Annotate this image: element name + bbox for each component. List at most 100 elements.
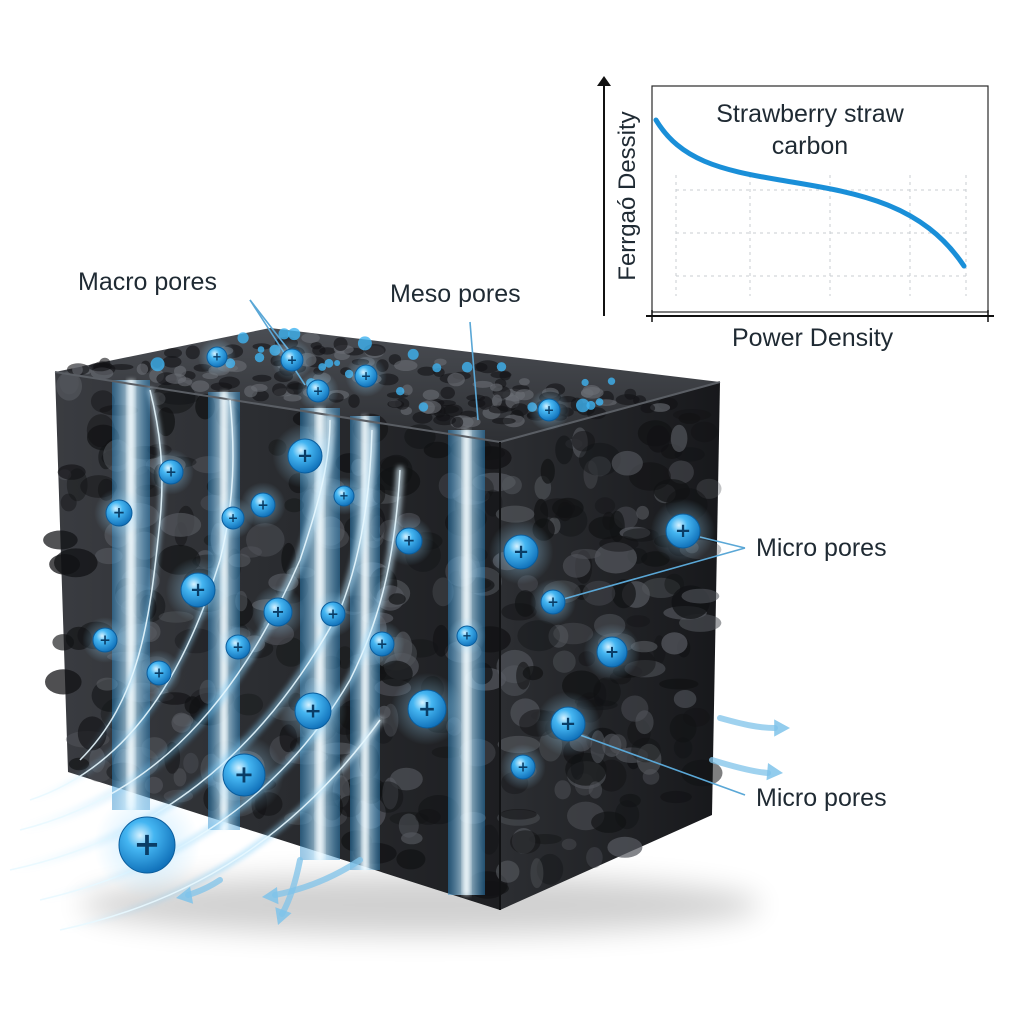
carbon-pore <box>548 624 569 648</box>
top-ion-glint <box>324 358 334 368</box>
carbon-top-pore <box>319 347 336 355</box>
carbon-pore <box>570 549 601 559</box>
ion: + <box>204 735 284 815</box>
carbon-pore <box>588 781 603 799</box>
carbon-pore <box>611 579 636 609</box>
ion: + <box>148 449 194 495</box>
ion: + <box>500 744 546 790</box>
carbon-pore <box>555 435 573 465</box>
top-ion-glint <box>357 336 372 351</box>
top-ion-glint <box>607 377 616 385</box>
carbon-pore <box>626 615 650 628</box>
carbon-pore <box>622 528 659 542</box>
leader-micro-lower <box>579 734 746 796</box>
carbon-top-pore <box>519 378 530 386</box>
ion-plus-sign: + <box>113 504 125 522</box>
carbon-pore <box>578 442 621 476</box>
carbon-top-pore <box>72 363 83 376</box>
carbon-top-pore <box>283 394 302 402</box>
carbon-pore <box>594 542 637 574</box>
ion-plus-sign: + <box>304 698 321 722</box>
channel-core-5 <box>462 430 471 895</box>
ion: + <box>650 498 716 564</box>
ion-sphere <box>354 364 378 388</box>
carbon-top-pore <box>492 394 502 407</box>
carbon-pore <box>659 678 699 690</box>
ions: ++++++++++++++++++++++++++++++ <box>82 338 716 899</box>
top-ion-glint <box>237 332 249 344</box>
top-ion-glint <box>254 352 265 363</box>
leader-micro-upper-2 <box>559 547 746 601</box>
carbon-top-pore <box>185 345 200 360</box>
carbon-top-pore <box>348 394 360 408</box>
ion-plus-sign: + <box>560 712 576 735</box>
carbon-pore <box>591 811 627 833</box>
carbon-pore <box>696 478 722 499</box>
flow-arrow-left-2-head <box>176 886 194 904</box>
carbon-top-pore <box>511 403 529 416</box>
flow-arrow-right-2 <box>709 757 771 776</box>
carbon-pore <box>183 752 199 774</box>
carbon-pore <box>56 371 82 401</box>
ion: + <box>297 370 339 412</box>
carbon-pore <box>156 407 175 437</box>
label-micro-pores-upper: Micro pores <box>756 534 887 562</box>
ion: + <box>165 557 231 623</box>
label-macro-pores: Macro pores <box>78 268 217 296</box>
ion: + <box>278 676 348 746</box>
carbon-pore <box>681 759 723 787</box>
flow-arrow-down-1-head <box>275 907 292 925</box>
ion-sphere <box>550 706 586 742</box>
ion-plus-sign: + <box>462 629 472 643</box>
channel-core-3 <box>316 408 324 860</box>
ion: + <box>212 497 254 539</box>
carbon-pore <box>396 849 426 870</box>
top-ion-glint <box>595 398 604 406</box>
ion: + <box>528 389 570 431</box>
carbon-pore <box>54 548 98 578</box>
carbon-pore <box>571 430 596 452</box>
ion-stream-core-6 <box>79 389 163 761</box>
carbon-top-pore <box>244 385 258 398</box>
ion-sphere <box>294 692 332 730</box>
carbon-top-pore <box>333 337 348 351</box>
carbon-pore <box>599 535 639 552</box>
carbon-pore <box>690 421 718 443</box>
top-ion-glint <box>418 402 429 412</box>
carbon-pore <box>561 838 577 850</box>
flow-arrow-left-1 <box>272 857 363 898</box>
carbon-pore <box>670 424 688 453</box>
carbon-top-pore <box>164 348 182 358</box>
top-ion-glint <box>581 378 589 387</box>
ion: + <box>310 591 356 637</box>
top-ion-glint <box>396 387 405 396</box>
ion: + <box>583 623 641 681</box>
carbon-pore <box>388 593 406 605</box>
carbon-pore <box>245 523 285 557</box>
ion: + <box>94 488 144 538</box>
ion-plus-sign: + <box>547 594 559 610</box>
inset-chart-ylabel: Ferrgaó Dessity <box>614 111 641 281</box>
ion: + <box>215 624 261 670</box>
carbon-top-pore <box>440 386 456 399</box>
carbon-pore <box>501 475 522 495</box>
carbon-top-pore <box>162 356 182 368</box>
carbon-top-pore <box>394 360 418 371</box>
ion: + <box>93 791 201 899</box>
ion-plus-sign: + <box>234 761 254 789</box>
ion-sphere <box>537 398 561 422</box>
carbon-top-pore <box>492 417 516 425</box>
ion-plus-sign: + <box>605 642 619 662</box>
carbon-pore <box>496 860 520 883</box>
carbon-pore <box>540 458 555 484</box>
carbon-pore <box>533 498 549 528</box>
carbon-pore <box>495 505 535 523</box>
ion-plus-sign: + <box>313 383 324 398</box>
ion-sphere <box>250 492 276 518</box>
flow-arrow-right-1 <box>717 715 778 731</box>
ion-plus-sign: + <box>212 350 222 364</box>
ion-plus-sign: + <box>517 759 529 775</box>
ion-sphere <box>280 348 304 372</box>
carbon-top-pore <box>417 366 436 376</box>
